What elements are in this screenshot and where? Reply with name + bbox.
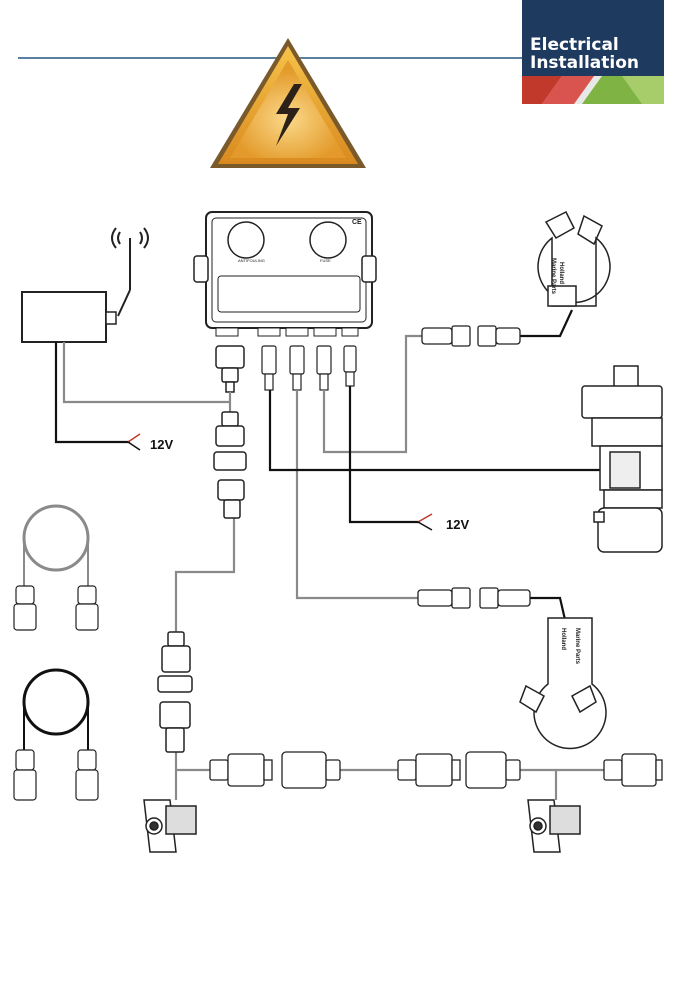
brand-box [522, 0, 664, 76]
thruster-top [537, 210, 611, 307]
brand-stripe [522, 76, 664, 104]
wire-end-1 [127, 433, 141, 451]
connector-main [215, 345, 245, 393]
joystick-panel-left [143, 799, 197, 853]
ce-mark: CE [352, 219, 362, 226]
antenna-icon [111, 227, 149, 317]
extension-plug-middle [157, 631, 193, 753]
extension-cable-grey [13, 504, 99, 631]
joystick-panel-right [527, 799, 581, 853]
connector-3 [316, 345, 332, 391]
wire-end-2 [417, 513, 433, 531]
brand-line-2: Installation [530, 53, 640, 73]
power-label-12v-1: 12V [150, 437, 173, 452]
header-rule [18, 57, 522, 59]
receiver-box [21, 291, 117, 343]
control-box [193, 211, 377, 337]
grey-wires [62, 334, 604, 800]
bow-thruster-motor [581, 365, 663, 553]
connector-2 [289, 345, 305, 391]
thruster-bottom-label-1: Holland [560, 628, 566, 650]
inline-connector-top [421, 325, 521, 347]
high-voltage-warning-icon [210, 38, 366, 168]
bus-connector-row [209, 751, 663, 789]
inline-connector-bottom [417, 587, 531, 609]
thruster-bottom-label-2: Marine Parts [574, 628, 580, 665]
thruster-top-label-1: Holland [558, 262, 564, 284]
power-label-12v-2: 12V [446, 517, 469, 532]
thruster-top-label-2: Marine Parts [550, 258, 556, 295]
connector-1 [261, 345, 277, 391]
thruster-bottom [519, 617, 607, 750]
control-box-label-left: ANTIFOULING [238, 258, 265, 263]
extension-cable-black [13, 668, 99, 801]
black-wires [54, 309, 600, 625]
control-box-label-right: FUSE [320, 258, 331, 263]
brand-line-1: Electrical [530, 35, 619, 55]
brand-title: Electrical Installation [530, 36, 639, 72]
connector-4 [343, 345, 357, 387]
extension-plug-top [213, 411, 247, 519]
